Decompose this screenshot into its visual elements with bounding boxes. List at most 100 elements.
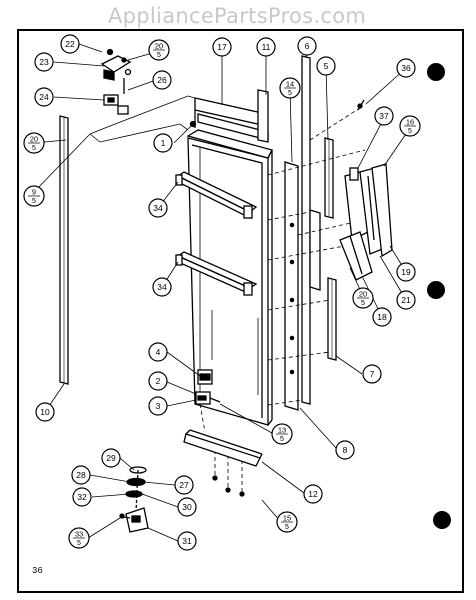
callout-31: 31 bbox=[177, 531, 197, 551]
callout-sublabel: 5 bbox=[408, 128, 412, 135]
callout-23: 23 bbox=[34, 52, 54, 72]
callout-label: 15 bbox=[283, 514, 291, 523]
callout-28: 28 bbox=[71, 465, 91, 485]
callout-8: 8 bbox=[335, 440, 355, 460]
callout-label: 29 bbox=[106, 453, 116, 463]
callout-label: 13 bbox=[278, 426, 286, 435]
callout-label: 20 bbox=[359, 290, 367, 299]
callout-label: 34 bbox=[153, 203, 163, 213]
callout-label: 19 bbox=[401, 267, 411, 277]
callout-sublabel: 5 bbox=[280, 436, 284, 443]
callout-label: 28 bbox=[76, 470, 86, 480]
lower-hinge-parts bbox=[119, 466, 149, 533]
callout-label: 27 bbox=[179, 480, 189, 490]
callout-3: 3 bbox=[148, 396, 168, 416]
callout-36: 36 bbox=[396, 58, 416, 78]
callout-label: 18 bbox=[377, 312, 387, 322]
vertical-strip-mid bbox=[309, 209, 321, 291]
callout-9: 95 bbox=[23, 185, 45, 207]
callout-24: 24 bbox=[34, 87, 54, 107]
callout-label: 2 bbox=[156, 376, 161, 386]
callout-29: 29 bbox=[101, 448, 121, 468]
callout-20b: 205 bbox=[23, 132, 45, 154]
assembly-lines bbox=[199, 107, 366, 492]
callout-label: 5 bbox=[324, 61, 329, 71]
callout-33: 335 bbox=[68, 527, 90, 549]
callout-label: 36 bbox=[401, 63, 411, 73]
callout-label: 7 bbox=[370, 369, 375, 379]
callout-label: 33 bbox=[75, 530, 83, 539]
callout-34b: 34 bbox=[152, 277, 172, 297]
callout-1: 1 bbox=[153, 133, 173, 153]
callout-18: 18 bbox=[372, 307, 392, 327]
lower-hinge-assembly bbox=[195, 369, 221, 405]
callout-17: 17 bbox=[212, 37, 232, 57]
callout-30: 30 bbox=[177, 497, 197, 517]
callout-label: 9 bbox=[32, 188, 36, 197]
callout-label: 20 bbox=[155, 42, 163, 51]
callout-5: 5 bbox=[316, 56, 336, 76]
callout-27: 27 bbox=[174, 475, 194, 495]
callout-label: 30 bbox=[182, 502, 192, 512]
callout-leaders bbox=[33, 43, 411, 542]
callout-label: 37 bbox=[379, 111, 389, 121]
callout-15: 155 bbox=[276, 511, 298, 533]
vertical-strip-6 bbox=[301, 55, 311, 405]
callout-34a: 34 bbox=[148, 198, 168, 218]
callout-37: 37 bbox=[374, 106, 394, 126]
callout-sublabel: 5 bbox=[32, 145, 36, 152]
callout-label: 4 bbox=[156, 347, 161, 357]
watermark: AppliancePartsPros.com bbox=[108, 4, 367, 28]
page-border bbox=[17, 29, 464, 593]
callout-label: 23 bbox=[39, 57, 49, 67]
callout-label: 17 bbox=[217, 42, 227, 52]
callout-label: 11 bbox=[262, 42, 271, 52]
callout-label: 22 bbox=[65, 39, 75, 49]
callout-label: 32 bbox=[77, 492, 87, 502]
callout-label: 20 bbox=[30, 135, 38, 144]
callout-14: 145 bbox=[279, 77, 301, 99]
callout-21: 21 bbox=[396, 290, 416, 310]
callout-4: 4 bbox=[148, 342, 168, 362]
callout-label: 16 bbox=[406, 118, 414, 127]
callout-sublabel: 5 bbox=[32, 198, 36, 205]
callout-12: 12 bbox=[303, 484, 323, 504]
bottom-trim bbox=[183, 433, 261, 467]
callout-22: 22 bbox=[60, 34, 80, 54]
callout-label: 8 bbox=[343, 445, 348, 455]
callout-20c: 205 bbox=[352, 287, 374, 309]
handle-assembly bbox=[339, 99, 393, 281]
callout-label: 21 bbox=[401, 295, 411, 305]
callout-label: 1 bbox=[161, 138, 166, 148]
callout-26: 26 bbox=[152, 70, 172, 90]
callout-10: 10 bbox=[35, 402, 55, 422]
callout-sublabel: 5 bbox=[288, 90, 292, 97]
callout-sublabel: 5 bbox=[361, 300, 365, 307]
callout-label: 26 bbox=[157, 75, 167, 85]
callout-label: 10 bbox=[40, 407, 50, 417]
shelf-bar-lower bbox=[175, 251, 258, 296]
callout-11: 11 bbox=[256, 37, 276, 57]
binder-hole-middle bbox=[427, 281, 445, 299]
callout-20a: 205 bbox=[148, 39, 170, 61]
callout-label: 34 bbox=[157, 282, 167, 292]
upper-hinge-assembly bbox=[100, 48, 132, 115]
callout-sublabel: 5 bbox=[77, 540, 81, 547]
callout-sublabel: 5 bbox=[285, 524, 289, 531]
vertical-strip-14 bbox=[284, 161, 299, 411]
callout-sublabel: 5 bbox=[157, 52, 161, 59]
callout-16: 165 bbox=[399, 115, 421, 137]
callout-label: 6 bbox=[305, 41, 310, 51]
callout-label: 14 bbox=[286, 80, 294, 89]
binder-hole-top bbox=[427, 63, 445, 81]
callout-7: 7 bbox=[362, 364, 382, 384]
callout-label: 12 bbox=[308, 489, 318, 499]
shelf-bar-upper bbox=[175, 171, 258, 220]
binder-hole-bottom bbox=[433, 511, 451, 529]
vertical-strip-11 bbox=[257, 89, 269, 143]
callout-6: 6 bbox=[297, 36, 317, 56]
page-number: 36 bbox=[32, 566, 43, 576]
callout-2: 2 bbox=[148, 371, 168, 391]
